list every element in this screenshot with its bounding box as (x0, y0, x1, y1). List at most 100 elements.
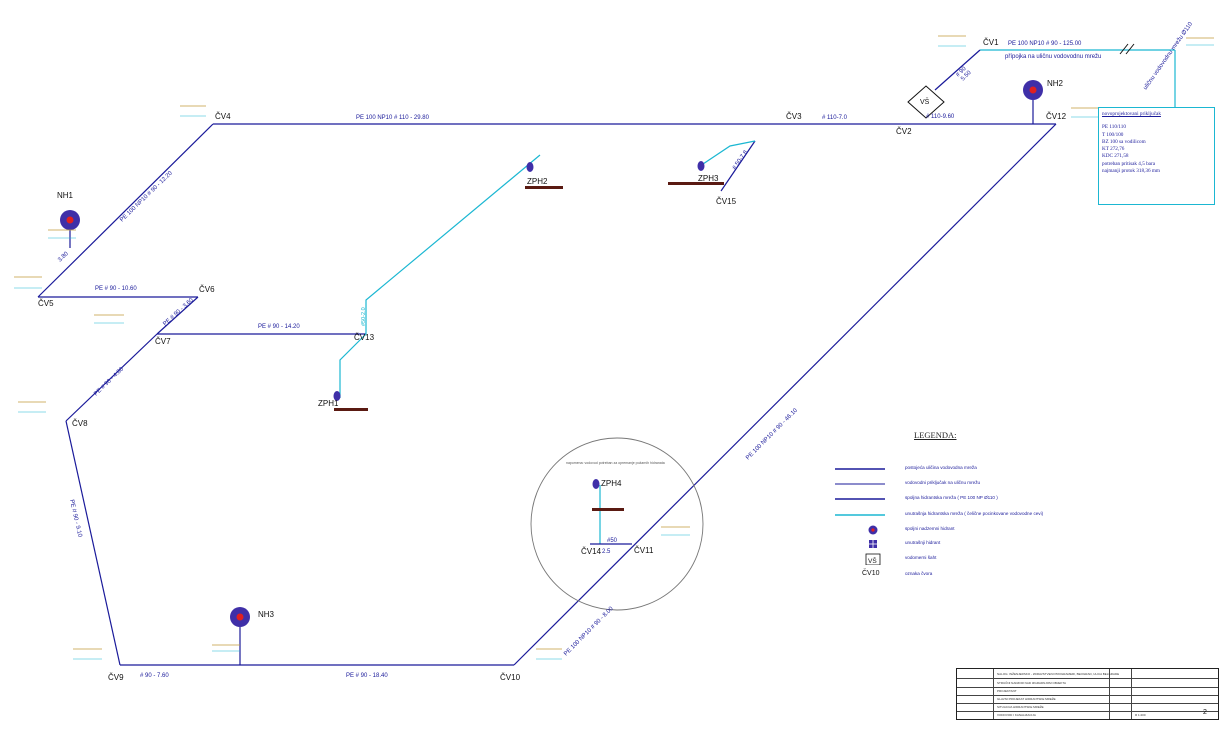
legend-row-internal: unutrašnja hidrantska mreža ( čelične po… (835, 509, 1095, 521)
node-cv13: ČV13 (354, 333, 375, 342)
pipe-cv7-cv8 (65, 333, 158, 422)
zph-label-3: ZPH3 (698, 174, 719, 183)
title-block: NALOG: INŽENJERSKO - ZDRAVSTVENI PROGRAM… (956, 668, 1219, 720)
note-title: novoprojektovani priključak (1102, 111, 1161, 117)
legend-row-existing: postojeća uličina vodovodna mreža (835, 463, 1095, 475)
detail-circle (530, 437, 704, 611)
tb-row-2: STRUČNI NADZOR NAD IZGRADNJOM OBJEKTA (997, 681, 1066, 685)
legend-line-existing-icon (835, 468, 885, 470)
tb-row-6: VODOVOD I KANALIZACIJA (997, 713, 1036, 717)
label-cv6-cv7: PE # 90 - 3.60 (162, 297, 195, 328)
label-cv5-cv6: PE # 90 - 10.60 (95, 286, 137, 292)
tb-row-3: PROJEKTANT (997, 689, 1017, 693)
internal-hydrant-zph1 (333, 391, 368, 411)
pipe-cv13-zph2 (365, 154, 541, 334)
hydrant-label-nh2: NH2 (1047, 79, 1064, 88)
node-cv11: ČV11 (634, 546, 654, 555)
tb-row-divider (957, 695, 1218, 696)
label-cv2-cv12: # 110-9.60 (926, 114, 955, 120)
node-cv1: ČV1 (983, 38, 999, 47)
connection-note-box: novoprojektovani priključak PE 110/110 T… (1098, 107, 1215, 205)
hydrant-nh2 (1023, 80, 1043, 124)
tb-sheet-number: 2 (1203, 709, 1207, 716)
label-cv8-cv9: PE # 90 - 9.10 (68, 499, 83, 538)
label-street-pipe: uličnu vodovodnu mrežu Ø110 (1143, 21, 1195, 91)
node-cv15: ČV15 (716, 197, 737, 206)
note-line-5: KDC 271,58 (1102, 153, 1129, 160)
label-top-cv1-sub: přípojka na uličnu vodovodnu mrežu (1005, 54, 1101, 60)
internal-hydrant-zph2 (525, 162, 563, 189)
pipe-zph3-link (699, 140, 756, 167)
node-cv10: ČV10 (500, 673, 521, 682)
legend-internal-hydrant-icon (869, 540, 877, 548)
label-cv10-cv11: PE 100 NP10 # 90 - 8.00 (563, 606, 615, 658)
connection-pipes (339, 49, 1176, 544)
legend-text-internal: unutrašnja hidrantska mreža ( čelične po… (905, 511, 1044, 516)
tb-row-divider (957, 687, 1218, 688)
height-markers (14, 35, 1214, 650)
node-labels: ČV1 ČV2 ČV3 ČV4 ČV5 ČV6 ČV7 ČV8 ČV9 ČV10… (38, 38, 1067, 682)
label-cv14-len: 2.5 (602, 549, 611, 555)
pipe-cv13-zph1 (339, 333, 367, 398)
label-top-cv1: PE 100 NP10 # 90 - 125.00 (1008, 41, 1082, 47)
zph-label-2: ZPH2 (527, 177, 548, 186)
note-line-4: KT 272,76 (1102, 146, 1125, 153)
node-cv7: ČV7 (155, 337, 171, 346)
legend-line-external-icon (835, 498, 885, 500)
legend-text-existing: postojeća uličina vodovodna mreža (905, 465, 977, 470)
node-cv8: ČV8 (72, 419, 88, 428)
pipe-cv3-cv15 (720, 140, 756, 192)
legend-text-vs: vodomerni šaht (905, 555, 937, 560)
tb-row-4: GLAVNI PROJEKAT HIDRANTSKE MREŽE (997, 697, 1056, 701)
node-cv14: ČV14 (581, 547, 602, 556)
node-cv9: ČV9 (108, 673, 124, 682)
node-cv2: ČV2 (896, 127, 912, 136)
tb-row-1: NALOG: INŽENJERSKO - ZDRAVSTVENI PROGRAM… (997, 672, 1120, 676)
legend-row-external: spoljna hidrantska mreža ( PE 100 NP Ø11… (835, 493, 1095, 505)
tb-scale: R 1:200 (1135, 713, 1146, 717)
pipe-cv8-cv9 (65, 420, 121, 666)
legend-text-external: spoljna hidrantska mreža ( PE 100 NP Ø11… (905, 495, 998, 500)
note-line-3: BZ 100 sa vodilicom (1102, 138, 1146, 145)
legend-text-internal-hydrant: unutrašnji hidrant (905, 540, 941, 545)
node-cv12: ČV12 (1046, 112, 1067, 121)
note-line-6: potreban pritisak 4,5 bara (1102, 160, 1156, 167)
label-cv9-nh3: # 90 - 7.60 (140, 673, 169, 679)
tb-col-divider (993, 669, 994, 719)
internal-hydrant-zph3 (668, 161, 724, 185)
pipe-vs-cv1 (934, 49, 981, 91)
label-cv2-cv3: # 110-7.0 (822, 115, 848, 121)
legend-line-internal-icon (835, 514, 885, 516)
legend-line-connection-icon (835, 483, 885, 485)
legend-row-vs: VŠ vodomerni šaht (835, 553, 1095, 565)
legend-vs-icon: VŠ (865, 553, 881, 565)
zph-label-1: ZPH1 (318, 399, 339, 408)
legend-node-example: ČV10 (862, 570, 880, 577)
hydrant-nh1 (60, 210, 80, 248)
circle-caption: napomena: vodovod potreban za opremanje … (566, 461, 665, 465)
legend-hydrant-icon (868, 525, 878, 535)
label-cv13-up: #50-2.0 (361, 307, 367, 326)
tb-row-5: SITUACIJA HIDRANTSKE MREŽE (997, 705, 1044, 709)
legend-row-connection: vodovodni priključak na uličnu mrežu (835, 478, 1095, 490)
label-cv7-cv8: PE # 90 - 4.80 (93, 366, 125, 397)
tb-row-divider (957, 703, 1218, 704)
label-cv3-cv4: PE 100 NP10 # 110 - 29.80 (356, 115, 430, 121)
label-cv14-pipe: #50 (607, 538, 618, 544)
vs-label: VŠ (920, 97, 930, 106)
break-marks (1119, 43, 1135, 55)
water-meter-shaft: VŠ (907, 85, 945, 119)
legend-vs-symbol: VŠ (868, 556, 877, 565)
label-cv4-cv5: PE 100 NP10 # 90 - 12.20 (119, 170, 174, 223)
label-cv7-cv13: PE # 90 - 14.20 (258, 324, 300, 330)
note-line-2: T 100/100 (1102, 131, 1124, 138)
legend-row-node: ČV10 oznaka čvora (835, 569, 1095, 581)
legend-text-node: oznaka čvora (905, 571, 933, 576)
label-cv9-cv10: PE # 90 - 18.40 (346, 673, 388, 679)
tb-row-divider (957, 678, 1218, 679)
node-cv6: ČV6 (199, 285, 215, 294)
tb-col-divider (1109, 669, 1110, 719)
label-nh1-len: 3.80 (57, 251, 70, 264)
